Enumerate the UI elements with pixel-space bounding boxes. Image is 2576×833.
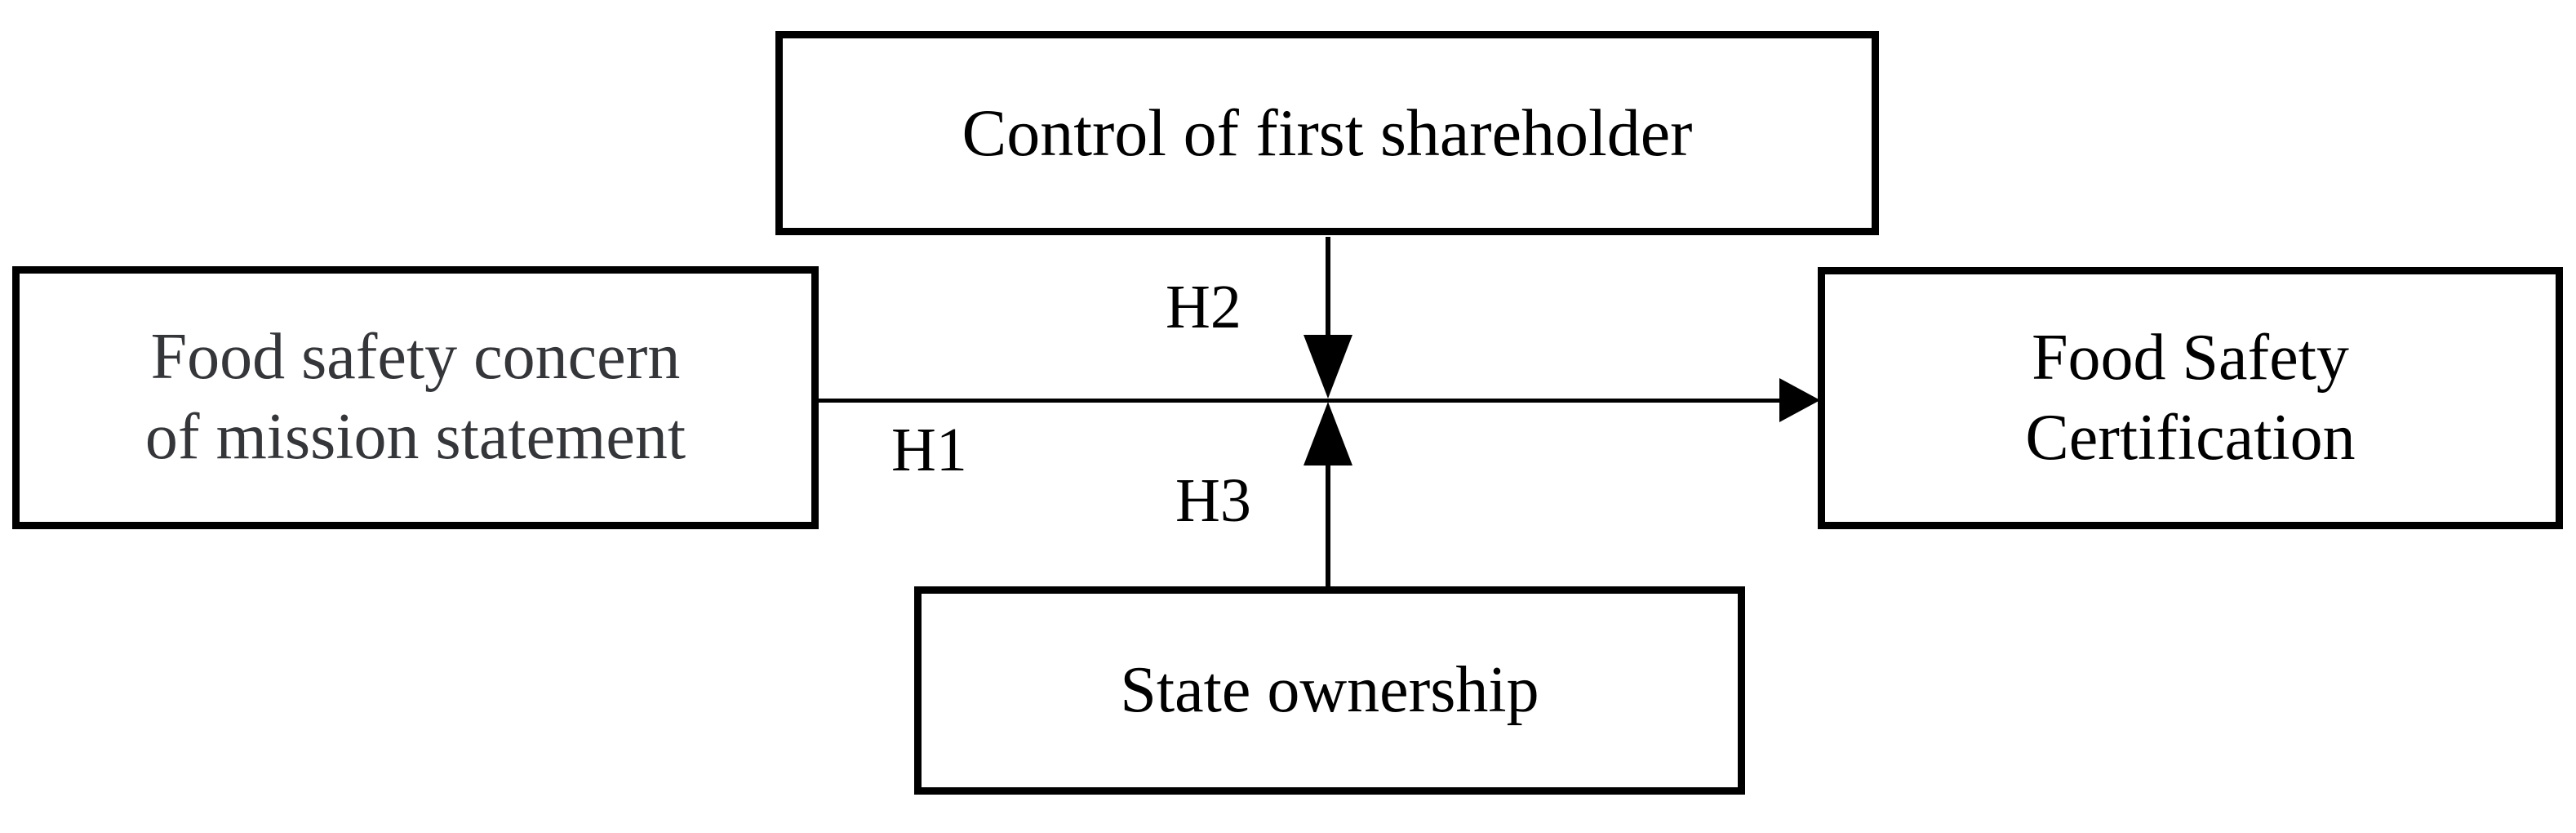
arrow-up-icon — [1304, 402, 1352, 466]
edge-h2-line — [1326, 237, 1330, 336]
node-label-line: Food Safety — [2032, 321, 2349, 394]
node-state-ownership[interactable]: State ownership — [914, 586, 1745, 795]
arrow-right-icon — [1779, 378, 1820, 422]
node-food-safety-certification[interactable]: Food Safety Certification — [1818, 267, 2563, 529]
node-label-line: Food safety concern — [150, 321, 681, 394]
node-label-line: Certification — [2025, 401, 2356, 474]
edge-h3-line — [1326, 466, 1330, 588]
edge-label-h2: H2 — [1166, 273, 1241, 341]
node-label-line: Control of first shareholder — [962, 95, 1693, 170]
node-label-line: of mission statement — [144, 401, 686, 473]
edge-label-h3: H3 — [1175, 466, 1251, 535]
node-label-line: State ownership — [1120, 653, 1539, 726]
edge-label-h1: H1 — [891, 416, 967, 484]
node-control-of-first-shareholder[interactable]: Control of first shareholder — [775, 31, 1879, 235]
edge-h1-line — [819, 399, 1783, 403]
node-food-safety-concern-of-mission-statement[interactable]: Food safety concern of mission statement — [12, 266, 819, 529]
arrow-down-icon — [1304, 335, 1352, 399]
